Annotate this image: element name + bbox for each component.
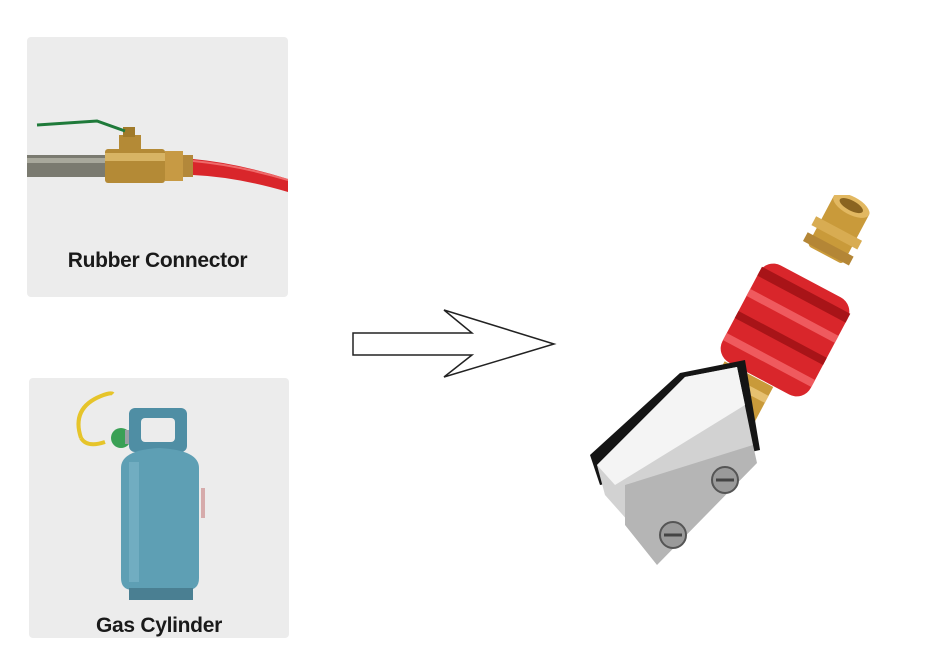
rubber-connector-caption: Rubber Connector: [67, 249, 248, 272]
right-arrow-icon: [352, 308, 557, 380]
gas-cylinder-image: [76, 391, 205, 600]
rubber-connector-image: [27, 119, 288, 192]
rubber-connector-panel: Rubber Connector: [27, 37, 288, 297]
gas-connector-product-image: [585, 195, 895, 580]
gas-cylinder-caption: Gas Cylinder: [96, 614, 222, 637]
gas-cylinder-panel: Gas Cylinder: [29, 378, 289, 638]
